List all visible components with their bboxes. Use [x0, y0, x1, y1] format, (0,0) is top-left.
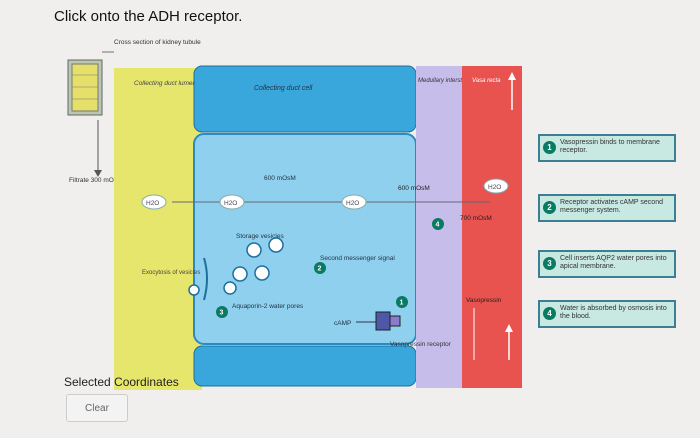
adh-diagram: Cross section of kidney tubule Filtrate …	[67, 39, 522, 390]
step-3-text: Cell inserts AQP2 water pores into apica…	[560, 255, 667, 270]
svg-text:H2O: H2O	[146, 200, 159, 207]
collecting-duct-cell-top	[193, 65, 417, 133]
adh-receptor[interactable]	[375, 311, 401, 331]
step-4-badge: 4	[543, 307, 556, 320]
collecting-duct-cell-bottom	[193, 345, 417, 387]
kidney-tubule-icon	[67, 59, 103, 116]
collecting-duct-lumen	[114, 68, 202, 390]
clear-button[interactable]: Clear	[66, 394, 128, 422]
step-4-card: 4 Water is absorbed by osmosis into the …	[538, 300, 676, 328]
aquaporin-label: Aquaporin-2 water pores	[232, 303, 304, 310]
step-2-badge: 2	[543, 201, 556, 214]
step-1-text: Vasopressin binds to membrane receptor.	[560, 139, 660, 154]
storage-vesicles	[223, 237, 284, 295]
medullary-label: Medullary interstitial fluid	[418, 78, 484, 84]
svg-text:H2O: H2O	[346, 200, 359, 207]
step-2-card: 2 Receptor activates cAMP second messeng…	[538, 194, 676, 222]
svg-text:2: 2	[318, 266, 322, 273]
step-1-badge: 1	[543, 141, 556, 154]
vasa-osm-label: 700 mOsM	[460, 215, 492, 222]
selected-coordinates-label: Selected Coordinates	[64, 375, 179, 389]
step-3-badge: 3	[543, 257, 556, 270]
diagram-step-badges: 1 2 3 4	[216, 218, 444, 318]
svg-text:H2O: H2O	[488, 184, 501, 191]
svg-text:3: 3	[220, 310, 224, 317]
camp-label: cAMP	[334, 320, 351, 327]
filtrate-label: Filtrate 300 mOsM	[69, 177, 122, 184]
step-2-text: Receptor activates cAMP second messenger…	[560, 199, 663, 214]
receptor-label: Vasopressin receptor	[390, 341, 452, 348]
cell-label: Collecting duct cell	[254, 85, 313, 92]
svg-text:4: 4	[436, 222, 440, 229]
second-messenger-label: Second messenger signal	[320, 255, 395, 262]
storage-vesicles-label: Storage vesicles	[236, 233, 284, 240]
svg-text:1: 1	[400, 300, 404, 307]
exocytosis-label: Exocytosis of vesicles	[142, 270, 200, 276]
vasopressin-label: Vasopressin	[466, 297, 502, 304]
cross-section-label: Cross section of kidney tubule	[114, 39, 201, 46]
medulla-osm-label: 600 mOsM	[398, 185, 430, 192]
lumen-label: Collecting duct lumen	[134, 80, 197, 87]
vasa-recta-label: Vasa recta	[472, 78, 501, 84]
step-1-card: 1 Vasopressin binds to membrane receptor…	[538, 134, 676, 162]
page-title: Click onto the ADH receptor.	[54, 8, 243, 25]
step-3-card: 3 Cell inserts AQP2 water pores into api…	[538, 250, 676, 278]
step-4-text: Water is absorbed by osmosis into the bl…	[560, 305, 667, 320]
cell-osm-label: 600 mOsM	[264, 175, 296, 182]
svg-text:H2O: H2O	[224, 200, 237, 207]
vasa-recta	[462, 66, 522, 388]
water-flow: H2O H2O H2O H2O	[141, 178, 509, 210]
